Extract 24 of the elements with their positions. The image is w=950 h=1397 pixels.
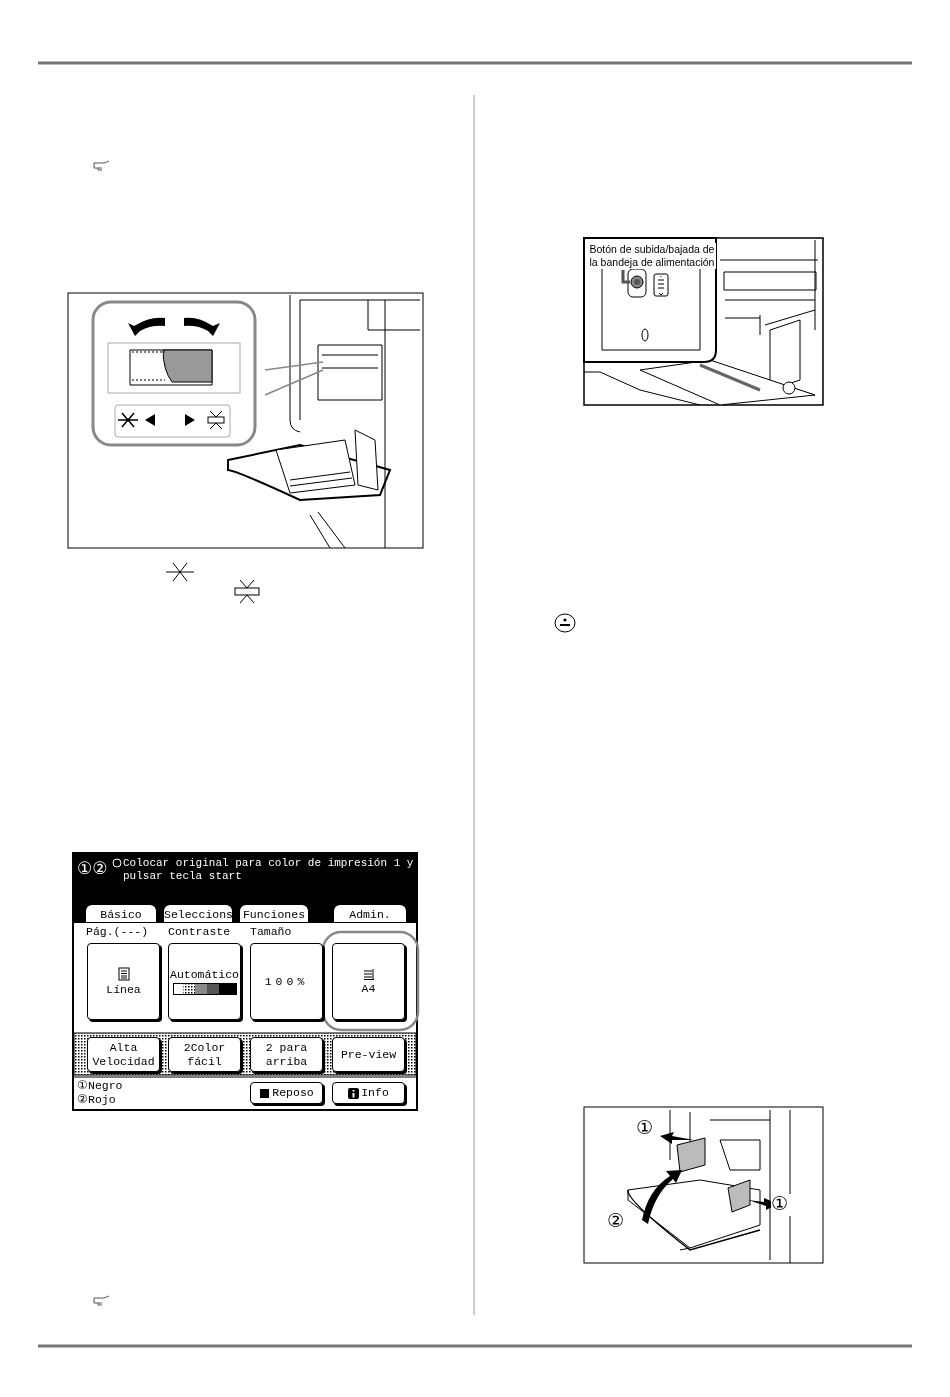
color-indicator: ①② xyxy=(77,860,109,880)
screen-button: Alta Velocidad xyxy=(87,1037,160,1072)
tab: Admin. xyxy=(334,905,406,922)
field-label: Tamaño xyxy=(250,925,293,940)
field-label: ②Rojo xyxy=(77,1093,117,1107)
leader-line xyxy=(621,270,630,284)
screen-button: Info xyxy=(332,1082,405,1104)
field-label: Pág.(---) xyxy=(86,925,150,940)
screen-button: Reposo xyxy=(250,1082,323,1104)
tab: Básico xyxy=(86,905,156,922)
tab: Funciones xyxy=(240,905,308,922)
screen-button: 2 para arriba xyxy=(250,1037,323,1072)
screen-button: 2Color fácil xyxy=(168,1037,241,1072)
screen-button: Pre-view xyxy=(332,1037,405,1072)
callout-text: Botón de subida/bajada de la bandeja de alimentación xyxy=(588,243,716,269)
screen-button: Automático xyxy=(168,943,241,1020)
field-label: Contraste xyxy=(168,925,232,940)
screen-button: A4 xyxy=(332,943,405,1020)
status-message: Colocar original para color de impresión 1 y pulsar tecla start xyxy=(123,857,415,884)
feed-tray-button xyxy=(630,275,644,289)
tab: Seleccions xyxy=(164,905,232,922)
screen-button: 100% xyxy=(250,943,323,1020)
field-label: ①Negro xyxy=(77,1079,124,1093)
screen-button: Línea xyxy=(87,943,160,1020)
